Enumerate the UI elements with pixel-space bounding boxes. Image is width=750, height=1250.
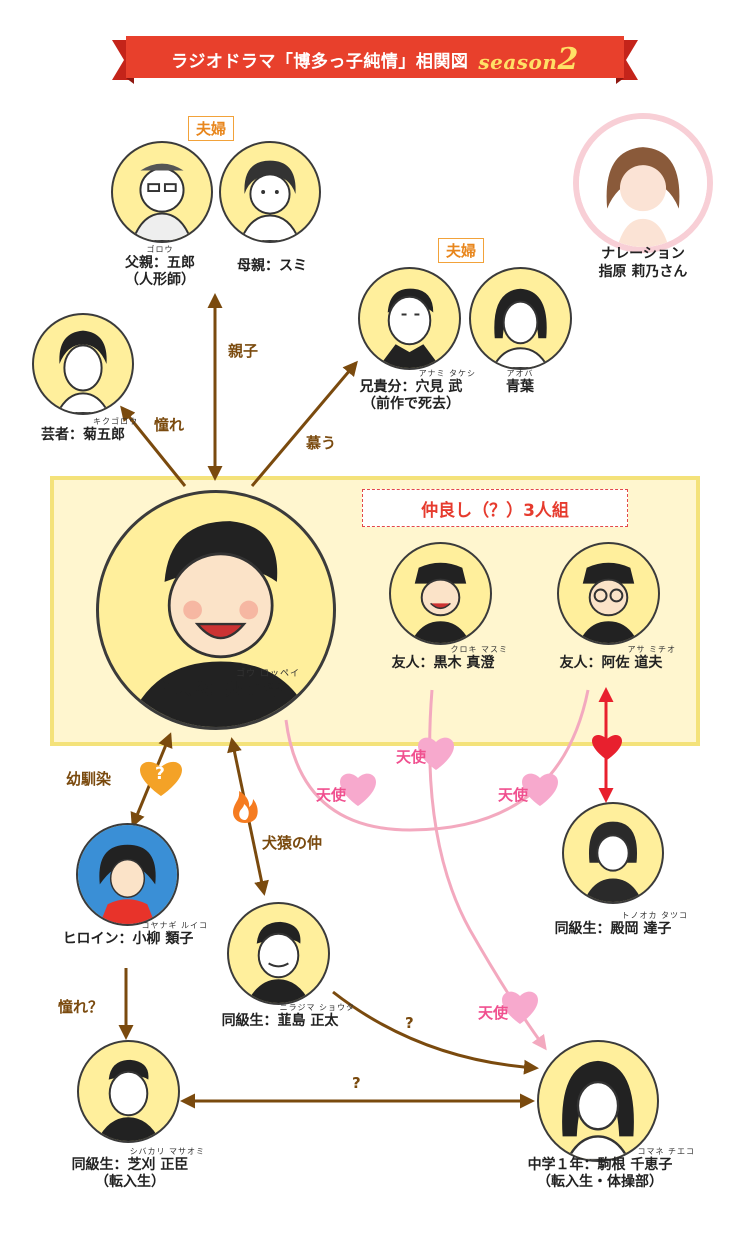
name-rokubei: 主人公：郷 六平 — [157, 679, 283, 700]
angel-badge-asa: 天使 — [496, 766, 560, 810]
banner-season-number: 2 — [557, 41, 579, 77]
portrait-takeshi — [358, 267, 461, 370]
heart-icon — [502, 991, 538, 1024]
name-komane: 中学１年：駒根 千恵子 — [527, 1156, 673, 1173]
ruby-goro: ゴロウ — [146, 245, 174, 254]
rel-q-nira-komane: ? — [405, 1014, 414, 1032]
label-sumi: 母親：スミ — [222, 258, 322, 276]
heart-icon — [418, 737, 454, 770]
label-tonooka: トノオカ タツコ 同級生：殿岡 達子 — [538, 911, 688, 938]
portrait-narrator — [573, 113, 713, 253]
edge-angel-rokubei-asa — [284, 689, 590, 832]
sub-goro: （人形師） — [125, 272, 195, 289]
label-komane: コマネ チエコ 中学１年：駒根 千恵子 （転入生・体操部） — [505, 1147, 695, 1192]
couple-tag-parents: 夫婦 — [188, 116, 235, 141]
rel-parent-child: 親子 — [228, 342, 259, 360]
ruby-niranoshima: ニラジマ ショウタ — [279, 1003, 355, 1012]
portrait-komane — [537, 1040, 659, 1162]
portrait-kikugoro — [32, 313, 134, 415]
couple-tag-takeshi-aoba: 夫婦 — [438, 238, 485, 263]
ruby-rokubei: ゴウ ロッペイ — [236, 669, 300, 679]
ruby-aoba: アオバ — [506, 369, 534, 378]
banner-season: season2 — [478, 42, 578, 77]
portrait-kuroki — [389, 542, 492, 645]
label-goro: ゴロウ 父親：五郎 （人形師） — [105, 245, 215, 290]
label-ruiko: コヤナギ ルイコ ヒロイン：小柳 類子 — [48, 921, 208, 948]
banner-season-word: season — [478, 49, 558, 74]
portrait-tonooka — [562, 802, 664, 904]
banner-title-row: ラジオドラマ「博多っ子純情」相関図 season2 — [112, 32, 638, 86]
portrait-asa — [557, 542, 660, 645]
name-narrator: ナレーション — [601, 246, 685, 262]
question-heart-label: ? — [155, 764, 165, 784]
fire-icon — [230, 787, 260, 825]
label-niranoshima: ニラジマ ショウタ 同級生：韮島 正太 — [205, 1003, 355, 1030]
heart-icon — [340, 773, 376, 806]
name-kuroki: 友人：黒木 真澄 — [391, 654, 495, 671]
label-asa: アサ ミチオ 友人：阿佐 道夫 — [546, 645, 676, 672]
sub-takeshi: （前作で死去） — [362, 396, 460, 413]
heart-icon — [522, 773, 558, 806]
rel-angel-rokubei: 天使 — [316, 786, 347, 804]
angel-badge-rokubei: 天使 — [314, 766, 378, 810]
portrait-goro — [111, 141, 213, 243]
edge-admire-kikugoro — [120, 405, 187, 487]
portrait-ruiko — [76, 823, 179, 926]
portrait-aoba — [469, 267, 572, 370]
angel-badge-kuroki: 天使 — [396, 730, 456, 774]
portrait-niranoshima — [227, 902, 330, 1005]
ribbon-shape — [112, 36, 638, 84]
name-shibakari: 同級生：芝刈 正臣 — [71, 1156, 189, 1173]
rel-admire-shibakari: 憧れ？ — [58, 998, 104, 1016]
portrait-sumi — [219, 141, 321, 243]
angel-badge-komane: 天使 — [476, 984, 540, 1028]
question-heart-badge: ? — [138, 758, 184, 798]
trio-group-label: 仲良し（？）3人組 — [362, 489, 628, 527]
label-aoba: アオバ 青葉 — [495, 369, 545, 396]
name-asa: 友人：阿佐 道夫 — [559, 654, 663, 671]
name-ruiko: ヒロイン：小柳 類子 — [62, 930, 194, 947]
rel-admire-kikugoro: 憧れ — [154, 416, 185, 434]
rel-q-shiba-komane: ? — [352, 1074, 361, 1092]
ruby-tonooka: トノオカ タツコ — [621, 911, 688, 920]
name-kikugoro: 芸者：菊五郎 — [41, 426, 125, 443]
ruby-ruiko: コヤナギ ルイコ — [141, 921, 208, 930]
rel-childhood-friend: 幼馴染 — [66, 770, 112, 788]
sub-komane: （転入生・体操部） — [537, 1174, 663, 1191]
banner-title: ラジオドラマ「博多っ子純情」相関図 — [171, 51, 469, 72]
ruby-shibakari: シバカリ マサオミ — [129, 1147, 205, 1156]
name-tonooka: 同級生：殿岡 達子 — [554, 920, 672, 937]
label-kuroki: クロキ マスミ 友人：黒木 真澄 — [378, 645, 508, 672]
ruby-kuroki: クロキ マスミ — [450, 645, 508, 654]
edge-adore-takeshi — [250, 360, 358, 487]
sub-shibakari: （転入生） — [95, 1174, 165, 1191]
label-shibakari: シバカリ マサオミ 同級生：芝刈 正臣 （転入生） — [55, 1147, 205, 1192]
ruby-kikugoro: キクゴロウ — [93, 417, 138, 426]
rel-angel-asa: 天使 — [498, 786, 529, 804]
rel-adore-takeshi: 慕う — [306, 434, 337, 452]
ruby-asa: アサ ミチオ — [627, 645, 676, 654]
name-takeshi: 兄貴分：穴見 武 — [359, 378, 463, 395]
rel-angel-kuroki: 天使 — [396, 748, 427, 766]
label-kikugoro: キクゴロウ 芸者：菊五郎 — [28, 417, 138, 444]
portrait-rokubei — [96, 490, 336, 730]
sub-narrator: 指原 莉乃さん — [598, 263, 688, 280]
name-sumi: 母親：スミ — [237, 258, 307, 274]
ruby-komane: コマネ チエコ — [637, 1147, 695, 1156]
label-narrator: ナレーション 指原 莉乃さん — [578, 246, 708, 281]
ruby-takeshi: アナミ タケシ — [418, 369, 476, 378]
name-goro: 父親：五郎 — [125, 254, 195, 271]
title-banner: ラジオドラマ「博多っ子純情」相関図 season2 — [112, 32, 638, 86]
red-heart-icon — [591, 733, 623, 761]
rel-angel-komane: 天使 — [478, 1004, 509, 1022]
rel-rivals: 犬猿の仲 — [262, 834, 323, 852]
name-aoba: 青葉 — [506, 378, 534, 395]
question-heart-icon — [140, 761, 182, 796]
label-rokubei: ゴウ ロッペイ 主人公：郷 六平 — [140, 669, 300, 701]
portrait-shibakari — [77, 1040, 180, 1143]
name-niranoshima: 同級生：韮島 正太 — [221, 1012, 339, 1029]
label-takeshi: アナミ タケシ 兄貴分：穴見 武 （前作で死去） — [346, 369, 476, 414]
edge-niranoshima-komane — [332, 990, 539, 1075]
